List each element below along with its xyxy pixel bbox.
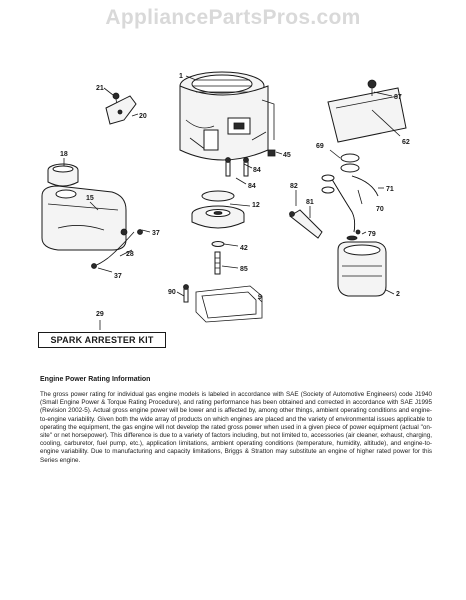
callout-12: 12 [252, 202, 260, 209]
fuel-tank[interactable] [41, 185, 128, 251]
callout-79: 79 [368, 231, 376, 238]
callout-69: 69 [316, 143, 324, 150]
callout-42: 42 [240, 245, 248, 252]
washer-and-bolt[interactable] [211, 241, 225, 275]
engine-assembly[interactable] [179, 71, 275, 161]
callout-37-upper: 37 [152, 230, 160, 237]
callout-82: 82 [290, 183, 298, 190]
callout-84-upper: 84 [253, 167, 261, 174]
mounting-bolts[interactable] [225, 157, 249, 177]
callout-81: 81 [306, 199, 314, 206]
callout-1: 1 [179, 73, 183, 80]
callout-37-lower: 37 [114, 273, 122, 280]
throttle-bracket[interactable] [105, 92, 137, 125]
info-body: The gross power rating for individual ga… [40, 391, 432, 464]
spark-plug-boot[interactable] [289, 209, 361, 239]
muffler-bracket[interactable] [183, 284, 263, 323]
callout-70: 70 [376, 206, 384, 213]
callout-2: 2 [396, 291, 400, 298]
fuel-cap[interactable] [47, 163, 79, 187]
nut[interactable] [267, 149, 276, 157]
callout-20: 20 [139, 113, 147, 120]
callout-15: 15 [86, 195, 94, 202]
muffler[interactable] [337, 235, 387, 297]
callout-29: 29 [96, 311, 104, 318]
spark-arrester-kit-label: SPARK ARRESTER KIT [38, 332, 166, 348]
exhaust-pipes[interactable] [321, 153, 379, 233]
callout-9: 9 [258, 294, 262, 301]
callout-45: 45 [283, 152, 291, 159]
engine-pulley[interactable] [191, 190, 245, 229]
callout-85: 85 [240, 266, 248, 273]
callout-21: 21 [96, 85, 104, 92]
callout-71: 71 [386, 186, 394, 193]
callout-62: 62 [402, 139, 410, 146]
fuel-line[interactable] [91, 229, 143, 269]
callout-18: 18 [60, 151, 68, 158]
callout-84-lower: 84 [248, 183, 256, 190]
info-heading: Engine Power Rating Information [40, 376, 151, 383]
callout-87: 87 [394, 94, 402, 101]
leader-lines [63, 75, 401, 330]
callout-28: 28 [126, 251, 134, 258]
callout-90: 90 [168, 289, 176, 296]
heat-shield[interactable] [327, 79, 407, 143]
watermark: AppliancePartsPros.com [105, 6, 361, 29]
